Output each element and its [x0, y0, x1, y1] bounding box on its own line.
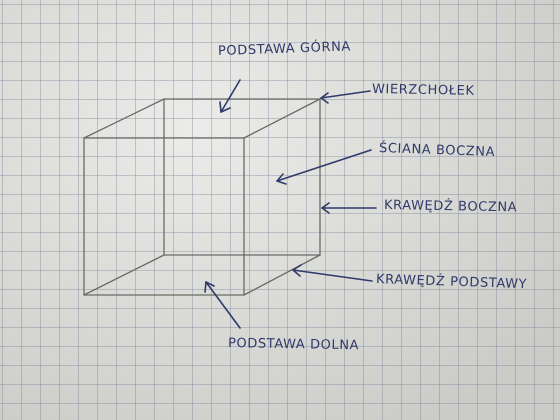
connecting-edge-top-right: [243, 98, 321, 139]
arrow-top-base: [219, 79, 241, 113]
connecting-edge-bottom-right: [243, 254, 321, 296]
label-vertex: WIERZCHOŁEK: [371, 82, 475, 99]
arrow-base-edge: [292, 264, 373, 282]
arrow-vertex: [320, 90, 371, 104]
cube-drawing: [83, 98, 321, 296]
arrow-bottom-base: [204, 281, 241, 329]
connecting-edge-bottom-left: [83, 254, 165, 296]
arrow-side-edge: [321, 202, 377, 214]
annotation-arrows: [204, 79, 377, 329]
label-bottom-base: PODSTAWA DOLNA: [227, 336, 360, 354]
arrow-side-face: [276, 149, 372, 185]
connecting-edge-top-left: [83, 98, 165, 139]
label-side-edge: KRAWĘDŹ BOCZNA: [383, 198, 518, 216]
